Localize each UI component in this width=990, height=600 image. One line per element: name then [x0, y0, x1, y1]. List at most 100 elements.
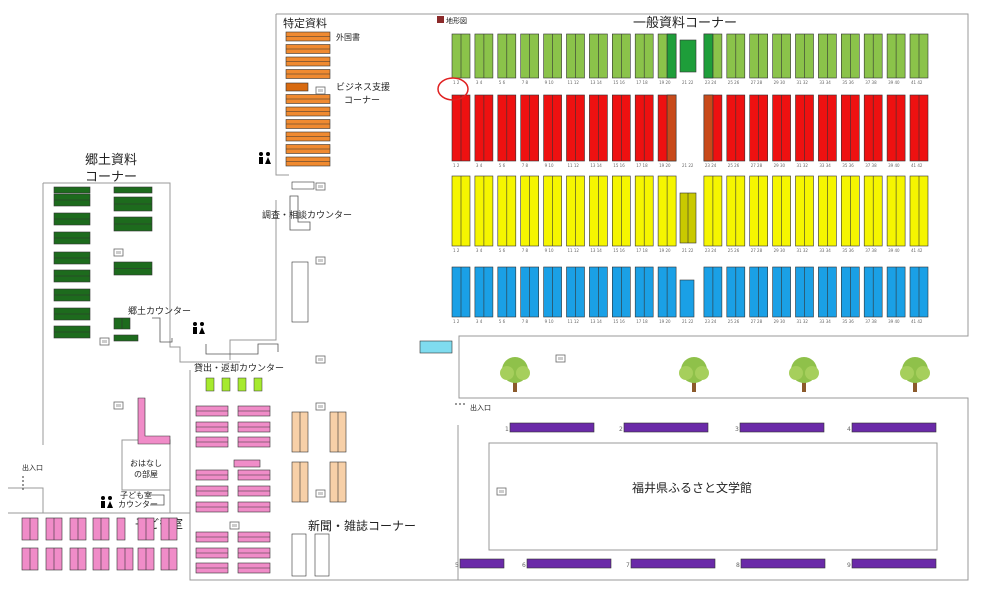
shelf-number: 39 40: [888, 80, 900, 85]
pillar-inner: [318, 259, 323, 262]
storytelling-room-label-1: おはなし: [130, 459, 162, 468]
entrance-left-label: 出入口: [22, 463, 43, 472]
tree-icon: [789, 357, 819, 392]
shelf-green-accent-19: [666, 33, 677, 79]
shelf-number: 25 26: [728, 319, 740, 324]
shelf-number: 29 30: [774, 248, 786, 253]
tree-trunk: [913, 378, 917, 392]
local-shelf-counter: [113, 334, 139, 342]
kids-counter-label-2: カウンター: [118, 500, 158, 509]
museum-shelf-number: 5: [455, 562, 459, 569]
newspaper-table-2: [291, 533, 307, 577]
shelf-number: 3 4: [476, 163, 483, 168]
tree-crown-left: [500, 366, 514, 380]
local-counter: [152, 317, 173, 343]
business-support-label-2: コーナー: [344, 95, 380, 106]
newspaper-table-3: [314, 533, 330, 577]
museum-shelf-8: [740, 558, 826, 569]
shelf-number: 9 10: [545, 319, 554, 324]
shelf-number: 5 6: [499, 319, 506, 324]
shelf-number: 15 16: [613, 80, 625, 85]
shelf-number: 11 12: [568, 80, 580, 85]
pillar: [113, 248, 124, 257]
pillar: [315, 256, 326, 265]
museum-shelf-9: [851, 558, 937, 569]
shelf-number: 13 14: [590, 319, 602, 324]
shelf-number: 17 18: [636, 80, 648, 85]
general-materials-label: 一般資料コーナー: [633, 15, 737, 31]
blue-counter: [419, 340, 453, 354]
pillar: [496, 487, 507, 496]
kids-counter-label-1: 子ども室: [120, 490, 152, 500]
shelf-number: 13 14: [590, 163, 602, 168]
shelf-number: 21 22: [682, 80, 694, 85]
pillar: [315, 182, 326, 191]
museum-shelf-number: 3: [735, 426, 739, 433]
shelf-number: 37 38: [865, 163, 877, 168]
shelf-number: 23 24: [705, 248, 717, 253]
survey-counter-label: 調査・相談カウンター: [262, 209, 352, 221]
building-outline: [8, 13, 969, 581]
restroom-head-2: [108, 496, 112, 500]
green-seat: [253, 377, 263, 392]
shelf-number: 5 6: [499, 80, 506, 85]
shelf-number: 23 24: [705, 80, 717, 85]
shelf-number: 25 26: [728, 163, 740, 168]
shelf-number: 7 8: [522, 80, 529, 85]
special-shelves: [285, 31, 331, 190]
pillar: [113, 401, 124, 410]
shelf-number: 31 32: [797, 248, 809, 253]
local-materials-label-1: 郷土資料: [85, 153, 137, 168]
tree-crown-left: [679, 366, 693, 380]
pillar-inner: [318, 492, 323, 495]
shelf-green-center: [679, 39, 697, 73]
shelf-number: 1 2: [453, 248, 460, 253]
pillar: [315, 355, 326, 364]
restroom-head-2: [266, 152, 270, 156]
topographic-maps-label: 地形図: [446, 16, 467, 25]
shelf-number: 3 4: [476, 80, 483, 85]
pillar: [315, 489, 326, 498]
kids-counter: [148, 494, 165, 506]
tree-crown-right: [695, 366, 709, 380]
shelf-number: 37 38: [865, 319, 877, 324]
restroom-body-2: [107, 501, 113, 508]
shelf-red-accent-19: [666, 94, 677, 162]
storytelling-room-label-2: の部屋: [134, 469, 158, 479]
shelf-number: 35 36: [842, 163, 854, 168]
shelf-number: 15 16: [613, 248, 625, 253]
museum-shelf-number: 9: [847, 562, 851, 569]
shelf-number: 7 8: [522, 319, 529, 324]
shelf-number: 31 32: [797, 319, 809, 324]
local-shelf-left-top: [53, 186, 91, 194]
pillar-inner: [318, 358, 323, 361]
shelf-number: 33 34: [819, 248, 831, 253]
restroom-head-1: [259, 152, 263, 156]
kids-shelf-top-mid: [116, 517, 126, 541]
newspaper-table-1: [291, 261, 309, 323]
museum-shelf-6: [526, 558, 612, 569]
shelf-number: 39 40: [888, 248, 900, 253]
green-seat: [221, 377, 231, 392]
shelf-number: 35 36: [842, 80, 854, 85]
special-desk: [291, 181, 315, 190]
shelf-number: 17 18: [636, 248, 648, 253]
shelf-number: 9 10: [545, 80, 554, 85]
pillar-inner: [102, 340, 107, 343]
restroom-icon: [259, 152, 271, 164]
shelf-number: 29 30: [774, 163, 786, 168]
shelf-number: 27 28: [751, 163, 763, 168]
tree-trunk: [802, 378, 806, 392]
shelf-number: 9 10: [545, 163, 554, 168]
shelf-number: 41 42: [911, 319, 923, 324]
museum-shelf-5: [459, 558, 505, 569]
tree-crown-right: [805, 366, 819, 380]
shelf-number: 35 36: [842, 248, 854, 253]
museum-shelf-1: [509, 422, 595, 433]
local-counter-label: 郷土カウンター: [128, 305, 191, 317]
shelf-number: 7 8: [522, 163, 529, 168]
survey-counter: [289, 195, 311, 231]
restroom-head-1: [101, 496, 105, 500]
